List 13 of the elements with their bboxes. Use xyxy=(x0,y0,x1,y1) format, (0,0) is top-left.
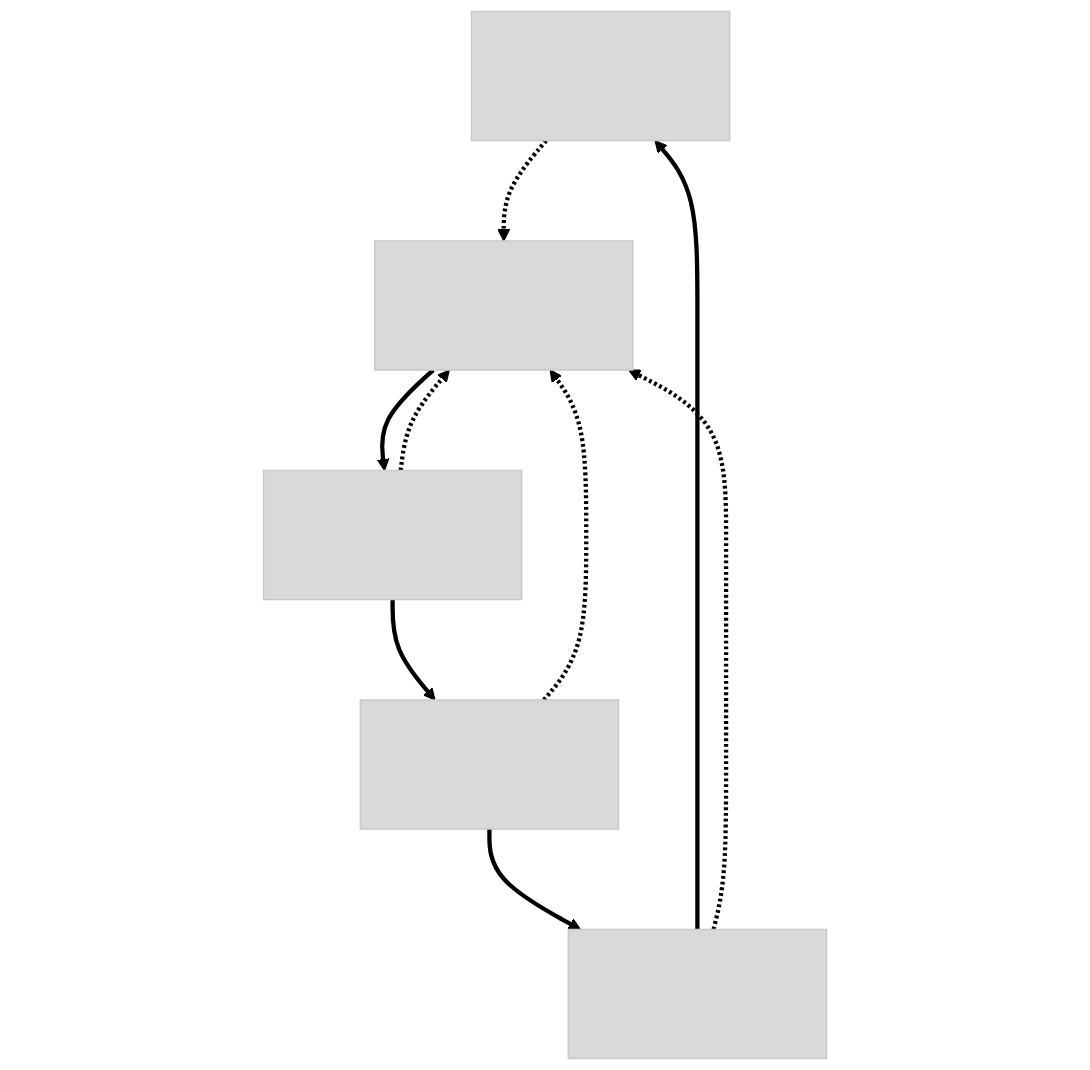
node-box xyxy=(470,10,731,142)
arrow xyxy=(628,369,729,930)
arrow xyxy=(376,368,435,472)
node-box xyxy=(262,469,523,601)
arrow xyxy=(398,369,450,471)
node-box xyxy=(567,928,828,1060)
arrow xyxy=(654,140,700,930)
arrow xyxy=(390,599,436,701)
arrow xyxy=(542,369,589,702)
node-box xyxy=(359,699,620,830)
node-box xyxy=(373,240,634,371)
arrow xyxy=(497,139,548,242)
arrow xyxy=(487,829,581,930)
